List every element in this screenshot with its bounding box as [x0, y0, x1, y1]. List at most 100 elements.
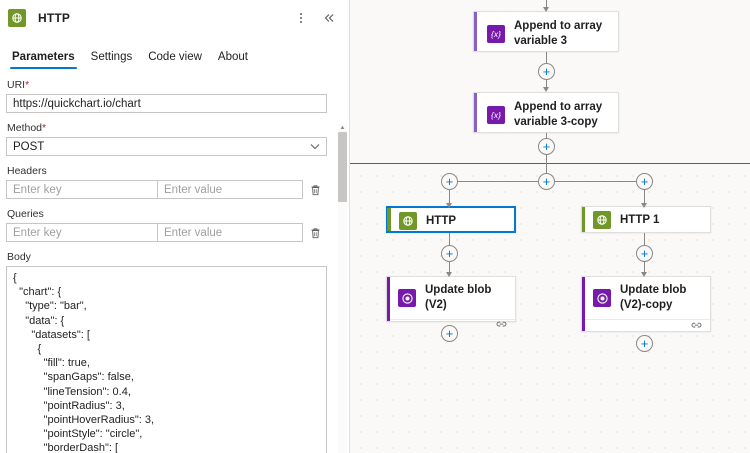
add-action-button-left-mid[interactable]: +: [441, 245, 458, 262]
node-accent-bar: [582, 277, 585, 331]
edge-1-2-b: [546, 80, 547, 88]
edge-right-to-http1: [644, 190, 645, 204]
method-field-group: Method* POST: [6, 122, 327, 156]
headers-row: Enter key Enter value: [6, 180, 327, 199]
http-globe-icon: [593, 211, 611, 229]
add-action-button-left-end[interactable]: +: [441, 325, 458, 342]
edge-2-scope-a: [546, 133, 547, 138]
node-label: Append to array variable 3: [514, 20, 603, 47]
connection-link-icon: [496, 320, 507, 330]
queries-row: Enter key Enter value: [6, 223, 327, 242]
queries-label: Queries: [7, 208, 44, 220]
operation-details-panel: HTTP Parameters Settings Code view About: [0, 0, 350, 453]
queries-field-group: Queries Enter key Enter value: [6, 208, 327, 242]
tab-code-view[interactable]: Code view: [148, 51, 202, 63]
node-header-row: HTTP: [388, 208, 514, 234]
body-editor[interactable]: { "chart": { "type": "bar", "data": { "d…: [6, 266, 327, 453]
node-header-row: Update blob (V2): [387, 277, 515, 319]
arrowhead-http-blob: [445, 272, 452, 277]
edge-http-blob-a: [449, 233, 450, 245]
node-http[interactable]: HTTP: [386, 206, 516, 233]
panel-scrollbar[interactable]: ▲: [338, 124, 347, 453]
node-accent-bar: [387, 208, 391, 231]
node-accent-bar: [387, 277, 390, 321]
node-http-1[interactable]: HTTP 1: [581, 206, 711, 233]
arrowhead-http1-blob: [640, 272, 647, 277]
blob-storage-icon: [593, 289, 611, 307]
arrowhead-left-http: [445, 203, 452, 208]
headers-delete-icon[interactable]: [303, 184, 327, 196]
add-action-button-right-mid[interactable]: +: [636, 245, 653, 262]
scrollbar-thumb[interactable]: [338, 132, 347, 202]
connection-link-icon: [691, 321, 702, 331]
arrowhead-top: [542, 7, 549, 12]
node-label: HTTP: [426, 214, 457, 227]
add-action-button-2[interactable]: +: [538, 138, 555, 155]
add-action-button-1[interactable]: +: [538, 63, 555, 80]
node-update-blob-v2-copy[interactable]: Update blob (V2)-copy: [581, 276, 711, 332]
node-footer: [582, 319, 710, 331]
queries-delete-icon[interactable]: [303, 227, 327, 239]
add-action-button-right-end[interactable]: +: [636, 335, 653, 352]
body-field-group: Body { "chart": { "type": "bar", "data":…: [6, 251, 327, 453]
edge-left-to-http: [449, 190, 450, 204]
node-accent-bar: [474, 93, 477, 132]
queries-value-input[interactable]: Enter value: [157, 223, 303, 242]
node-header-row: {x} Append to array variable 3: [474, 12, 618, 56]
edge-bus-right: [555, 181, 644, 182]
edge-http1-blob-b: [644, 262, 645, 273]
edge-http-blob-b: [449, 262, 450, 273]
edge-http1-blob-a: [644, 233, 645, 245]
collapse-panel-icon[interactable]: [321, 9, 337, 27]
tab-settings[interactable]: Settings: [90, 51, 133, 63]
variable-icon: {x}: [487, 25, 505, 43]
tab-about[interactable]: About: [217, 51, 248, 63]
variable-icon: {x}: [487, 106, 505, 124]
panel-header: HTTP: [0, 3, 349, 33]
scroll-up-arrow[interactable]: ▲: [339, 125, 346, 131]
headers-field-group: Headers Enter key Enter value: [6, 165, 327, 199]
edge-1-2-a: [546, 52, 547, 63]
node-label: Update blob (V2)-copy: [620, 284, 687, 311]
node-append-to-array-variable-3[interactable]: {x} Append to array variable 3: [473, 11, 619, 52]
http-globe-icon: [8, 9, 26, 27]
body-label: Body: [7, 251, 31, 263]
uri-input[interactable]: https://quickchart.io/chart: [6, 94, 327, 113]
node-label: Update blob (V2): [425, 284, 492, 311]
blob-storage-icon: [398, 289, 416, 307]
queries-key-input[interactable]: Enter key: [6, 223, 157, 242]
node-footer: [387, 319, 515, 330]
add-action-button-branch-left[interactable]: +: [441, 173, 458, 190]
add-parallel-branch-button[interactable]: +: [538, 173, 555, 190]
node-append-to-array-variable-3-copy[interactable]: {x} Append to array variable 3-copy: [473, 92, 619, 133]
workflow-designer-canvas[interactable]: {x} Append to array variable 3 + {x} App…: [350, 0, 750, 453]
headers-label: Headers: [7, 165, 47, 177]
node-label: Append to array variable 3-copy: [514, 101, 603, 128]
node-header-row: {x} Append to array variable 3-copy: [474, 93, 618, 137]
panel-tabs: Parameters Settings Code view About: [0, 43, 349, 69]
tab-parameters[interactable]: Parameters: [4, 51, 83, 69]
more-options-icon[interactable]: [293, 9, 309, 27]
method-value: POST: [13, 140, 45, 153]
uri-label: URI*: [7, 79, 30, 91]
edge-in-top: [546, 0, 547, 8]
node-header-row: HTTP 1: [582, 207, 710, 233]
edge-bus-left: [449, 181, 538, 182]
panel-header-actions: [293, 9, 341, 27]
method-select[interactable]: POST: [6, 137, 327, 156]
method-label: Method*: [7, 122, 47, 134]
add-action-button-branch-right[interactable]: +: [636, 173, 653, 190]
headers-value-input[interactable]: Enter value: [157, 180, 303, 199]
scope-divider: [350, 163, 750, 164]
arrowhead-right-http1: [640, 203, 647, 208]
node-header-row: Update blob (V2)-copy: [582, 277, 710, 319]
headers-key-input[interactable]: Enter key: [6, 180, 157, 199]
node-update-blob-v2[interactable]: Update blob (V2): [386, 276, 516, 327]
http-globe-icon: [399, 212, 417, 230]
edge-2-scope-b: [546, 155, 547, 181]
arrowhead-1-2: [542, 87, 549, 92]
node-accent-bar: [582, 207, 585, 232]
node-accent-bar: [474, 12, 477, 51]
chevron-down-icon: [310, 142, 320, 151]
